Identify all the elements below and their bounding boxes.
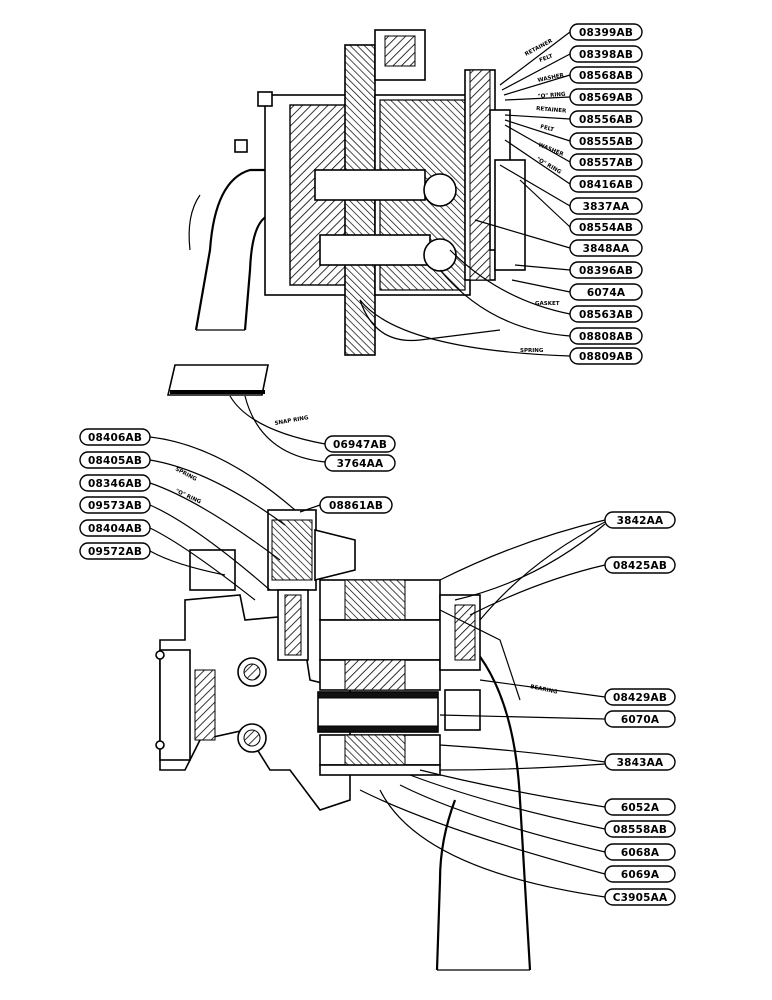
part-label-08556AB: 08556AB — [579, 114, 633, 126]
part-label-08861AB: 08861AB — [329, 500, 383, 512]
annotation-washer-1: WASHER — [537, 72, 565, 84]
part-label-6074A: 6074A — [587, 287, 626, 299]
part-label-08416AB: 08416AB — [579, 179, 633, 191]
part-label-08558AB: 08558AB — [613, 824, 667, 836]
part-label-3837AA: 3837AA — [583, 201, 630, 213]
annotation-washer-2: WASHER — [537, 142, 565, 158]
part-label-09573AB: 09573AB — [88, 500, 142, 512]
part-label-08405AB: 08405AB — [88, 455, 142, 467]
bottom-left-label-list: 08406AB 08405AB 08346AB 09573AB 08404AB … — [79, 428, 393, 560]
part-label-08399AB: 08399AB — [579, 27, 633, 39]
part-label-08398AB: 08398AB — [579, 49, 633, 61]
part-label-08554AB: 08554AB — [579, 222, 633, 234]
part-label-08569AB: 08569AB — [579, 92, 633, 104]
bottom-assembly-drawing — [155, 509, 532, 971]
part-label-08563AB: 08563AB — [579, 309, 633, 321]
part-label-3764AA: 3764AA — [337, 458, 384, 470]
annotation-gasket: GASKET — [535, 301, 560, 307]
top-assembly-drawing — [188, 29, 526, 356]
part-label-C3905AA: C3905AA — [613, 892, 668, 904]
annotation-retainer-2: RETAINER — [536, 106, 567, 115]
part-label-6052A: 6052A — [621, 802, 660, 814]
part-label-6070A: 6070A — [621, 714, 660, 726]
annotation-oring-1: "O" RING — [538, 92, 567, 100]
top-leader-lines — [359, 31, 571, 357]
part-label-08406AB: 08406AB — [88, 432, 142, 444]
part-label-3842AA: 3842AA — [617, 515, 664, 527]
bottom-right-label-list: 3842AA 08425AB 08429AB 6070A 3843AA 6052… — [604, 511, 676, 906]
part-label-08557AB: 08557AB — [579, 157, 633, 169]
annotation-snap-ring: SNAP RING — [274, 415, 309, 427]
top-label-list: 08399AB 08398AB 08568AB 08569AB 08556AB … — [569, 23, 643, 365]
part-label-08808AB: 08808AB — [579, 331, 633, 343]
part-label-6068A: 6068A — [621, 847, 660, 859]
part-label-08429AB: 08429AB — [613, 692, 667, 704]
part-label-08809AB: 08809AB — [579, 351, 633, 363]
annotation-felt-2: FELT — [540, 124, 555, 133]
part-label-08346AB: 08346AB — [88, 478, 142, 490]
part-label-3843AA: 3843AA — [617, 757, 664, 769]
part-label-08396AB: 08396AB — [579, 265, 633, 277]
bottom-leader-lines: SPRING "O" RING BEARING — [149, 436, 606, 898]
annotation-spring-top: SPRING — [520, 348, 544, 354]
annotation-oring-2: "O" RING — [535, 157, 562, 176]
top-annotations: RETAINER FELT WASHER "O" RING RETAINER F… — [520, 38, 567, 354]
part-label-08404AB: 08404AB — [88, 523, 142, 535]
part-label-3848AA: 3848AA — [583, 243, 630, 255]
part-label-08568AB: 08568AB — [579, 70, 633, 82]
part-label-6069A: 6069A — [621, 869, 660, 881]
annotation-oring-bottom: "O" RING — [174, 488, 202, 505]
annotation-felt-1: FELT — [539, 53, 554, 63]
part-label-06947AB: 06947AB — [333, 439, 387, 451]
part-label-08555AB: 08555AB — [579, 136, 633, 148]
part-label-09572AB: 09572AB — [88, 546, 142, 558]
snap-ring-drawing: SNAP RING 06947AB 3764AA — [166, 364, 396, 472]
annotation-bearing: BEARING — [530, 684, 559, 696]
part-label-08425AB: 08425AB — [613, 560, 667, 572]
